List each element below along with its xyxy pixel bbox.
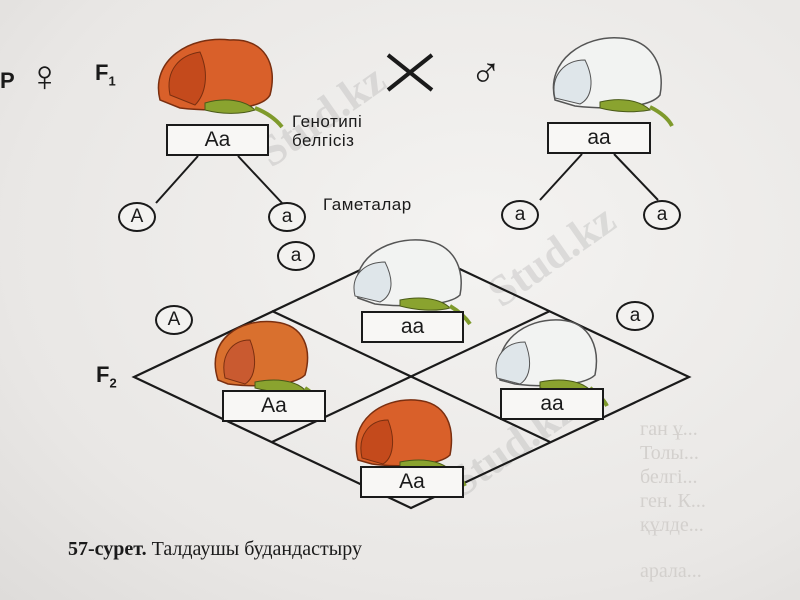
gametes-label: Гаметалар [323,195,412,214]
punnett-cell-genotype: aa [500,388,604,420]
bleed-text: арала... [640,560,702,582]
caption-text: Талдаушы будандастыру [151,538,362,560]
genotype-unknown-label: Генотипі белгісіз [292,112,363,150]
female-symbol-icon: ♀ [28,52,61,101]
bleed-text: Толы... [640,442,699,464]
female-gamete: A [118,202,156,232]
punnett-row-gamete: A [155,305,193,335]
parent-male-genotype: aa [547,122,651,154]
figure-caption: 57-сурет. Талдаушы будандастыру [68,538,362,561]
bleed-text: құлде... [640,514,704,536]
punnett-cell-genotype: aa [361,311,464,343]
flower-white-top [353,239,472,326]
punnett-cell-genotype: Aa [222,390,326,422]
female-gamete: a [268,202,306,232]
parent-female-genotype: Aa [166,124,269,156]
bleed-text: белгі... [640,466,698,488]
flower-white-right [495,319,609,407]
punnett-col-gamete: a [616,301,654,331]
flower-orange-left [214,320,325,409]
bleed-text: ген. К... [640,490,706,512]
caption-number: 57-сурет. [68,538,147,560]
f1-label: F1 [95,60,116,89]
male-gamete: a [643,200,681,230]
punnett-col-gamete: a [277,241,315,271]
flower-orange-parent [157,38,284,129]
male-gamete: a [501,200,539,230]
male-symbol-icon: ♂ [470,49,502,96]
punnett-cell-genotype: Aa [360,466,464,498]
parents-label: P [0,68,15,93]
bleed-text: ган ұ... [640,418,698,440]
flower-white-parent [552,37,674,127]
f2-label: F2 [96,362,117,391]
